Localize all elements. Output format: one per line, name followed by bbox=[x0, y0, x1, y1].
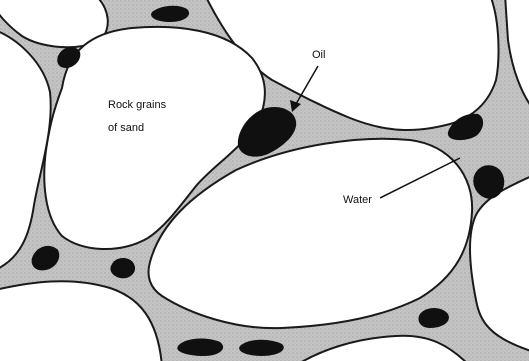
grains-label-line-2: of sand bbox=[108, 122, 144, 134]
grains-label-line-1: Rock grains bbox=[108, 99, 167, 111]
water-label: Water bbox=[343, 194, 372, 206]
oil-label: Oil bbox=[312, 49, 325, 61]
